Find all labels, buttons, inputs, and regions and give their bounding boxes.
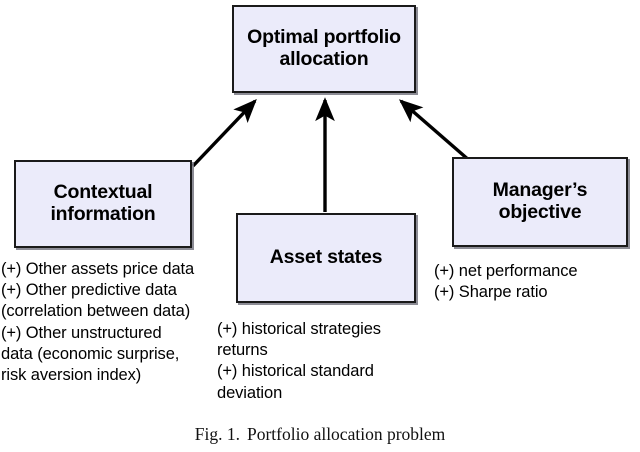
node-label: Asset states [269, 246, 383, 269]
figure-caption-title: Portfolio allocation problem [246, 424, 446, 444]
arrow-manager-to-top [398, 99, 472, 163]
node-managers-objective[interactable]: Manager’s objective [452, 157, 628, 247]
notes-contextual-information: (+) Other assets price data (+) Other pr… [1, 260, 195, 384]
node-label: Contextual information [50, 181, 156, 225]
notes-asset-states: (+) historical strategies returns (+) hi… [217, 320, 381, 402]
figure-caption-label: Fig. 1. [194, 424, 240, 444]
node-optimal-portfolio-allocation[interactable]: Optimal portfolio allocation [232, 5, 416, 93]
arrow-context-to-top [191, 99, 257, 168]
node-label: Optimal portfolio allocation [247, 26, 401, 70]
node-asset-states[interactable]: Asset states [236, 213, 416, 303]
node-label: Manager’s objective [492, 179, 588, 223]
notes-managers-objective: (+) net performance (+) Sharpe ratio [434, 262, 578, 302]
figure-caption: Fig. 1. Portfolio allocation problem [0, 424, 640, 445]
node-contextual-information[interactable]: Contextual information [14, 160, 192, 248]
